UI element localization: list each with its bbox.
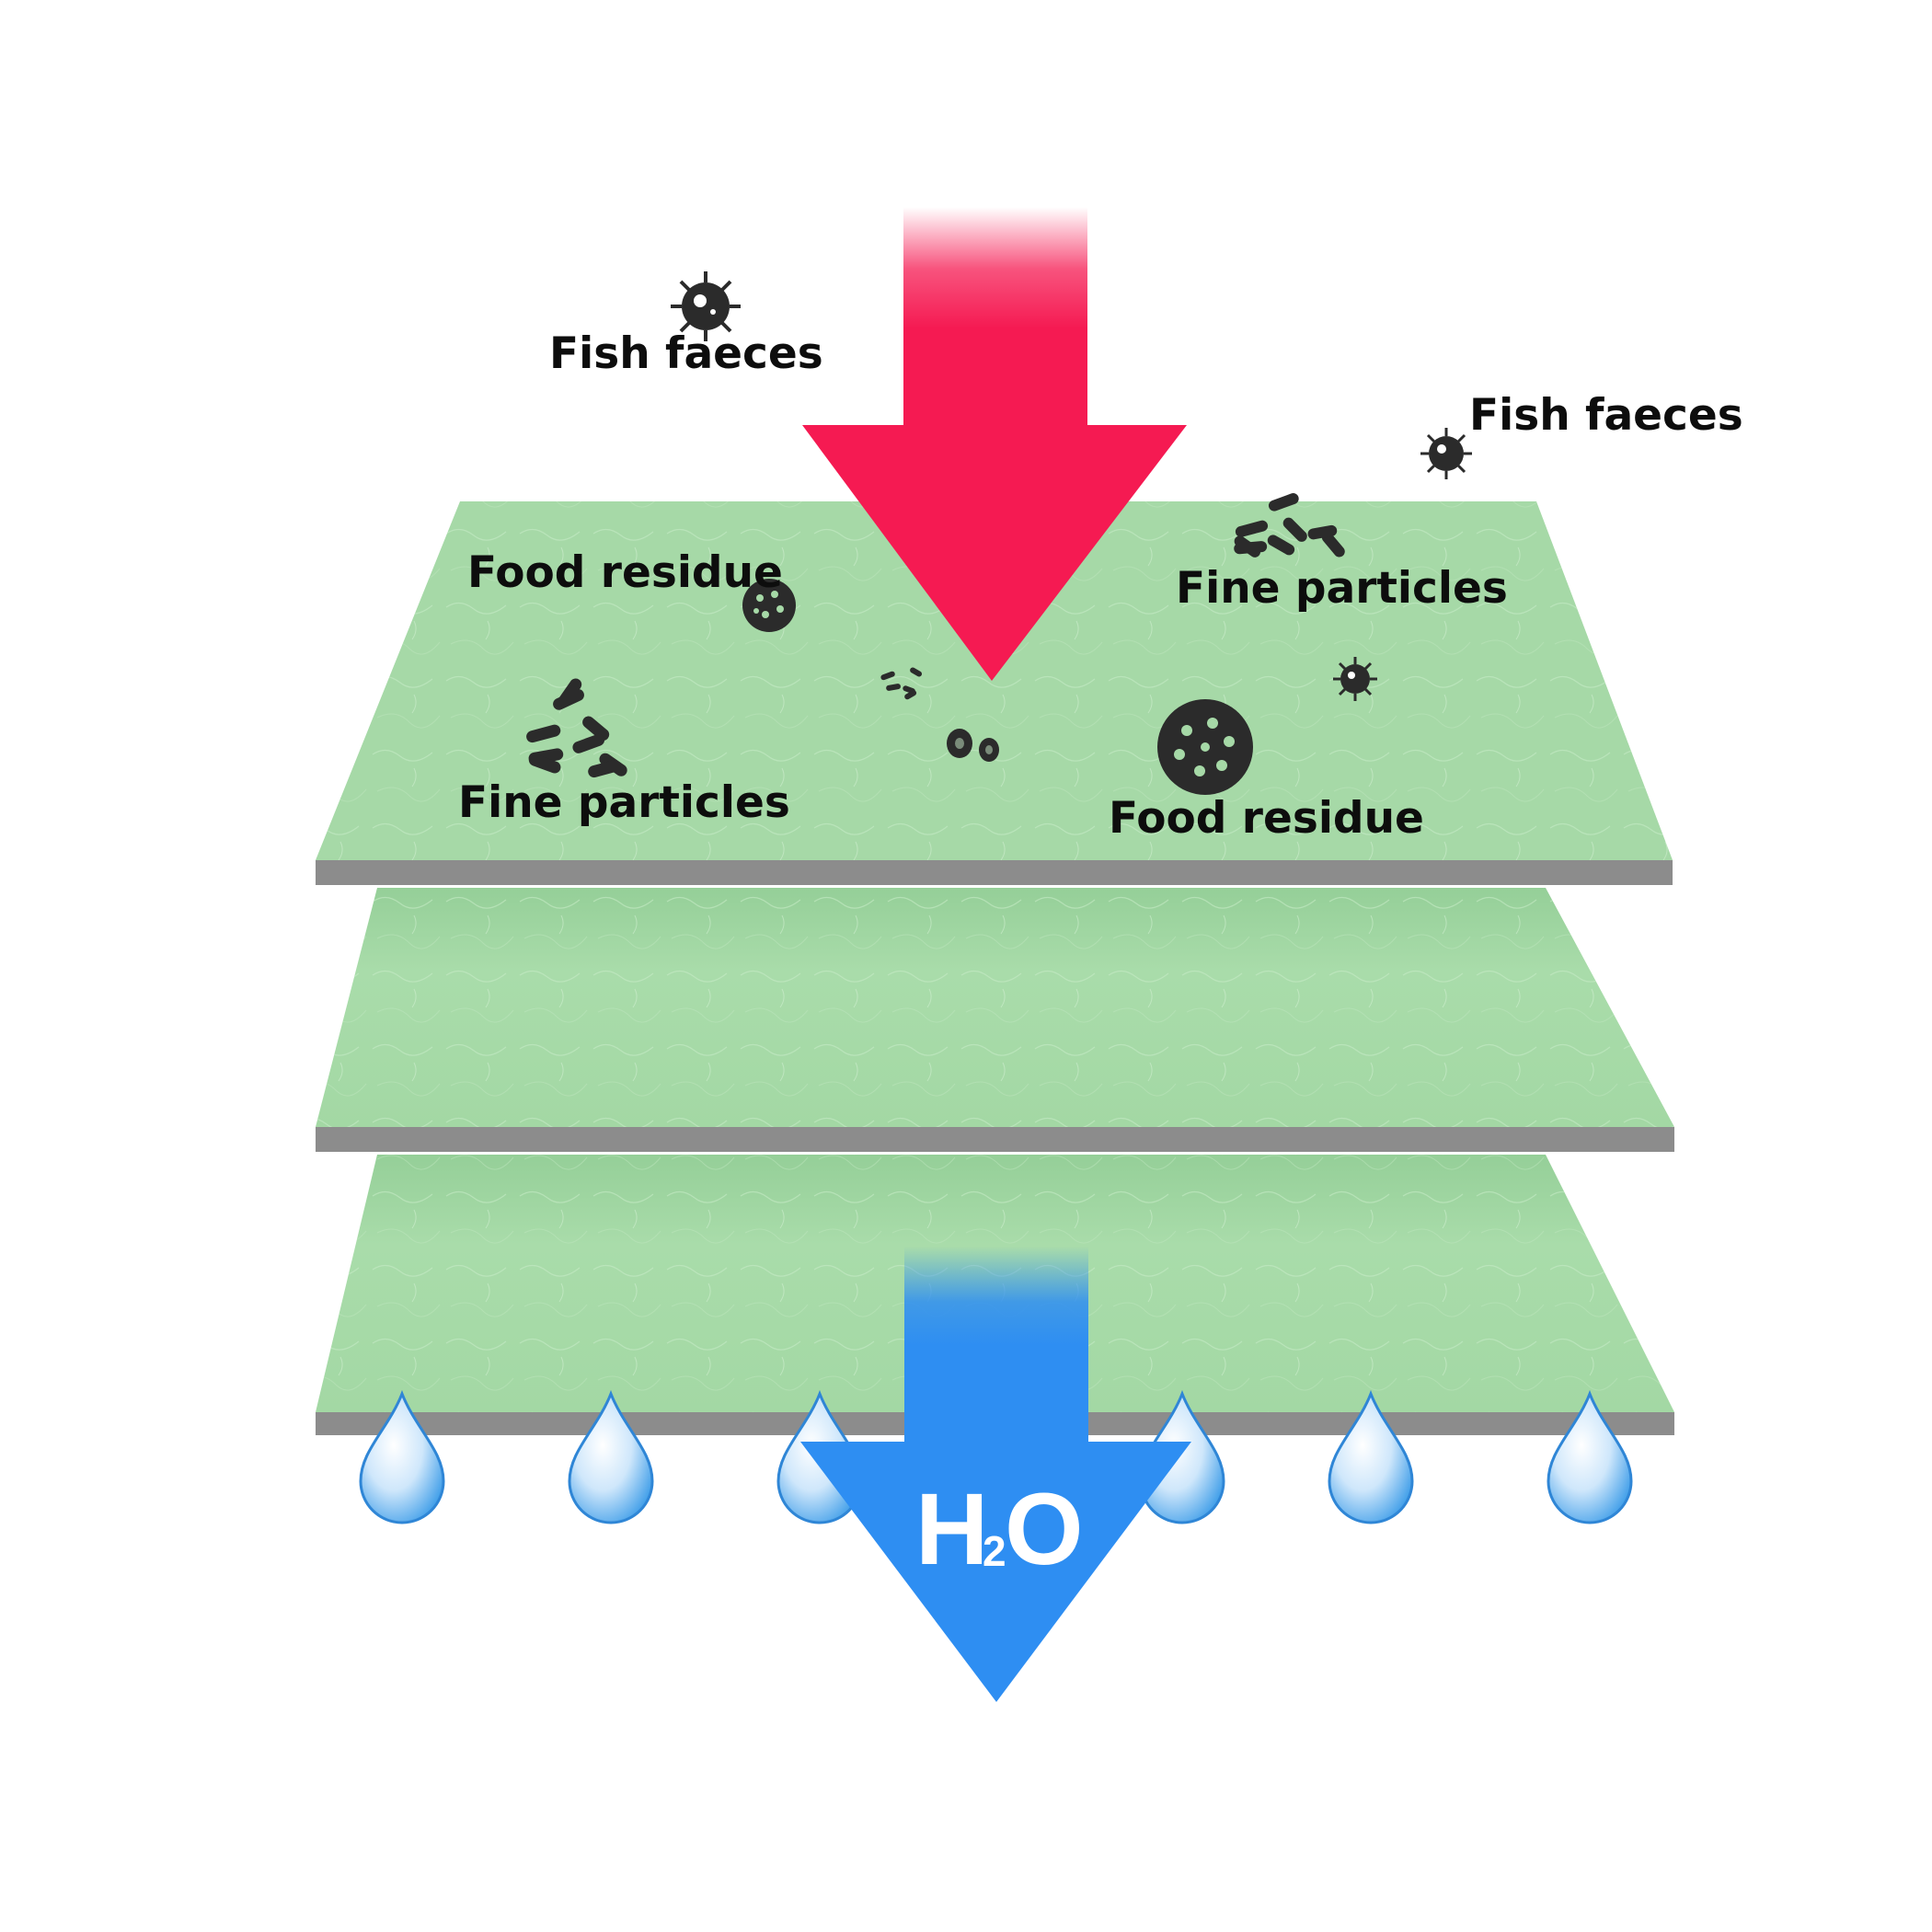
label-fine-particles: Fine particles — [458, 777, 790, 828]
fine-particles-icon — [880, 667, 923, 700]
water-symbol-subscript: 2 — [983, 1527, 1006, 1575]
particle-pair-icon — [947, 729, 999, 762]
pollutant-flow-arrow — [802, 207, 1187, 681]
water-flow-arrow: H 2 O — [800, 1247, 1191, 1702]
water-drop-icon — [568, 1389, 654, 1524]
water-drop-icon — [359, 1389, 445, 1524]
label-food-residue: Food residue — [1109, 793, 1424, 844]
label-fish-faeces: Fish faeces — [1469, 390, 1743, 441]
filter-layer-top — [316, 501, 1673, 885]
water-symbol-h: H — [915, 1473, 988, 1586]
water-drop-icon — [1328, 1389, 1414, 1524]
fine-particles-icon — [526, 678, 627, 778]
filter-layer-middle — [316, 888, 1674, 1152]
label-food-residue: Food residue — [467, 547, 783, 598]
sheet-edge — [316, 1127, 1674, 1152]
germ-icon — [1420, 428, 1472, 479]
food-residue-icon — [1157, 699, 1253, 795]
food-residue-icon — [742, 579, 796, 632]
germ-icon — [671, 271, 741, 341]
label-fish-faeces: Fish faeces — [549, 328, 823, 379]
sheet-edge — [316, 860, 1673, 885]
water-symbol-o: O — [1005, 1473, 1084, 1586]
germ-icon — [1333, 657, 1377, 701]
water-drop-icon — [1547, 1389, 1633, 1524]
fine-particles-icon — [1234, 493, 1345, 558]
label-fine-particles: Fine particles — [1176, 563, 1508, 614]
